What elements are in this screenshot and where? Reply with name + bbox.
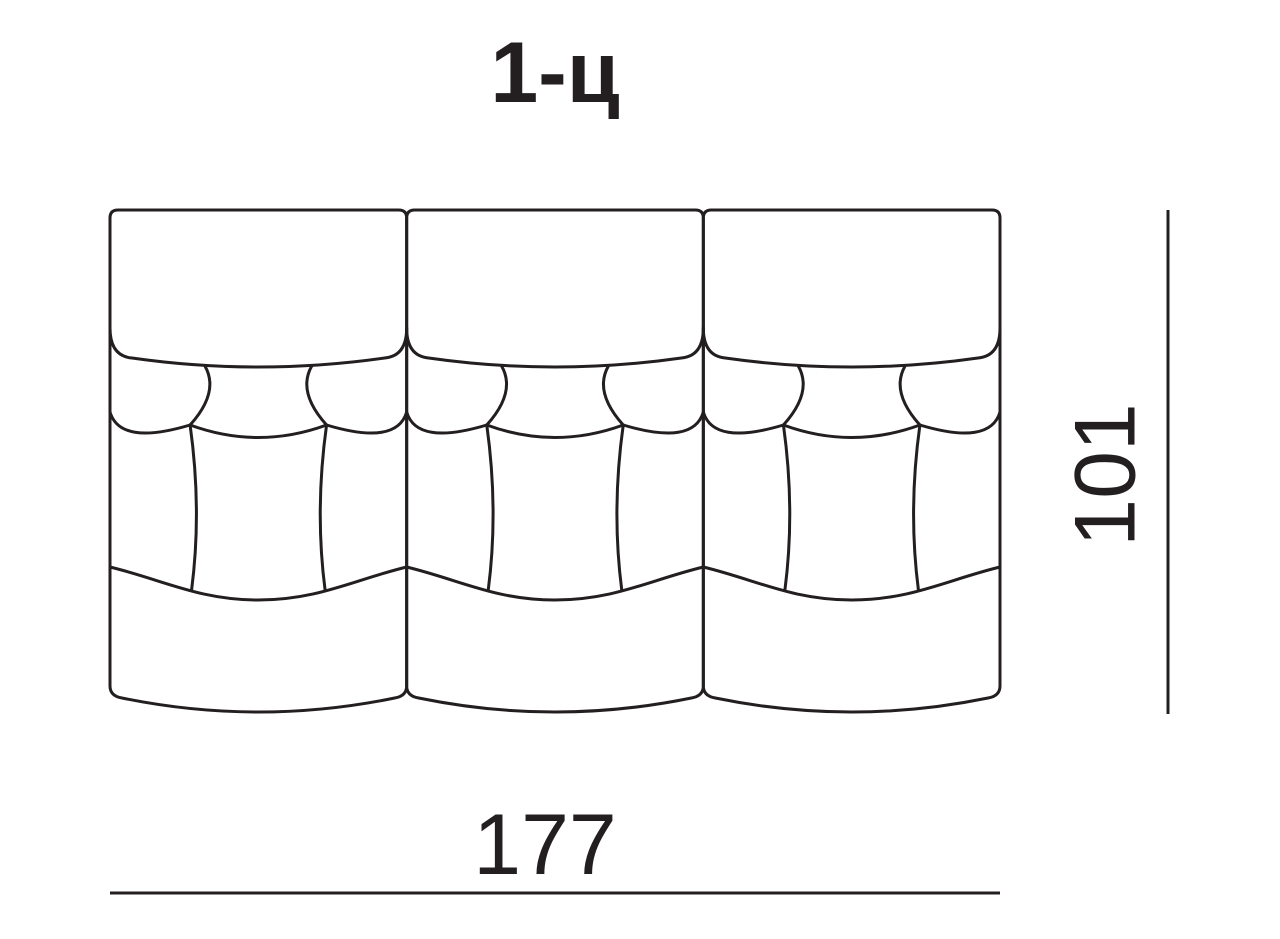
module-1-seat-edge — [108, 565, 409, 602]
module-1-right-puff — [325, 410, 409, 435]
module-2-left-seam — [485, 423, 495, 592]
module-3-left-pleat — [781, 364, 805, 427]
module-1-back-cushion — [108, 326, 409, 369]
width-dimension-label: 177 — [473, 797, 617, 893]
module-3-left-puff — [701, 410, 785, 435]
module-3-left-seam — [781, 423, 792, 592]
module-2-center-curve — [485, 423, 625, 439]
module-3-right-pleat — [898, 364, 922, 427]
module-1-right-seam — [318, 423, 329, 592]
module-3-outline — [701, 208, 1002, 714]
module-1-left-puff — [108, 410, 192, 435]
module-1-outline — [108, 208, 409, 714]
module-1-center-curve — [188, 423, 329, 439]
module-3-right-seam — [912, 423, 922, 592]
module-2-right-seam — [615, 423, 625, 592]
height-dimension-label: 101 — [1058, 403, 1154, 547]
module-3-back-cushion — [701, 326, 1002, 369]
module-2-right-pleat — [601, 364, 625, 427]
module-3-center-curve — [781, 423, 922, 439]
module-2-right-puff — [621, 410, 705, 435]
sofa-modules — [108, 208, 1002, 714]
module-2-left-puff — [405, 410, 489, 435]
module-2-left-pleat — [485, 364, 509, 427]
module-3-right-puff — [918, 410, 1002, 435]
module-1-left-seam — [188, 423, 198, 592]
model-title: 1-ц — [490, 25, 620, 121]
module-2-back-cushion — [405, 326, 705, 369]
module-2-outline — [405, 208, 705, 714]
module-1-right-pleat — [305, 364, 329, 427]
module-2-seat-edge — [405, 565, 705, 602]
module-1-left-pleat — [188, 364, 212, 427]
module-3-seat-edge — [701, 565, 1002, 602]
